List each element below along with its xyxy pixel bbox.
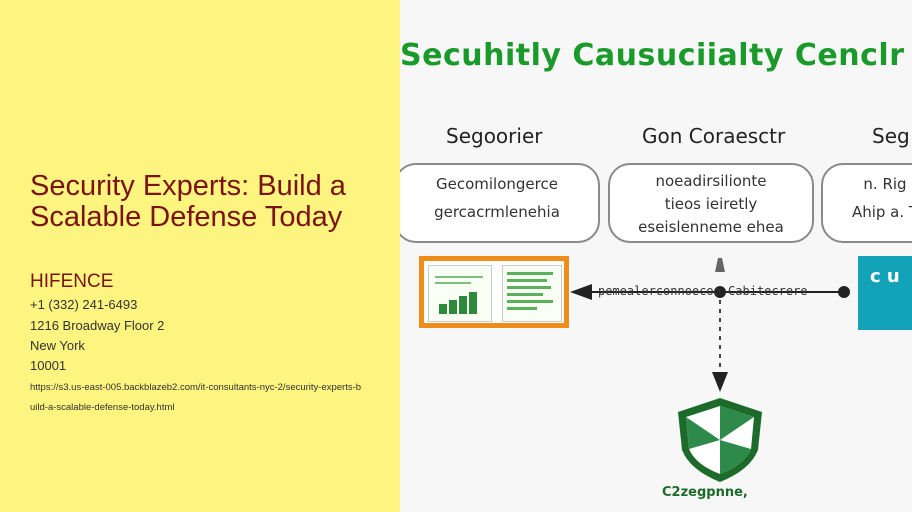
- box-line: tieos ieiretly: [664, 195, 758, 213]
- arrow-down-icon: [712, 372, 728, 392]
- dashboard-thumbnail: [419, 256, 569, 328]
- street-address: 1216 Broadway Floor 2: [30, 318, 165, 333]
- shield-caption: C2zegpnne,: [662, 485, 748, 500]
- phone-number[interactable]: +1 (332) 241-6493: [30, 297, 138, 312]
- column-label-3: Seg: [872, 124, 910, 148]
- connector-label: pemealerconnoecoo Cabitecrere: [598, 284, 808, 298]
- category-box-1: Gecomilongerce gercacrmlenehia: [400, 163, 600, 243]
- box-line: gercacrmlenehia: [434, 203, 560, 221]
- teal-thumbnail-text: c u: [870, 266, 900, 287]
- diagram-connectors: [570, 258, 850, 482]
- page-title: Security Experts: Build a Scalable Defen…: [30, 170, 346, 233]
- category-box-2: noeadirsilionte tieos ieiretly eseislenn…: [608, 163, 814, 243]
- company-name: HIFENCE: [30, 271, 114, 292]
- diagram-image: Secuhitly Causuciialty Cenclr Segoorier …: [400, 0, 912, 512]
- category-box-3: n. Rig Ahip a. T: [821, 163, 912, 243]
- zip-code: 10001: [30, 358, 67, 373]
- page-url-link[interactable]: https://s3.us-east-005.backblazeb2.com/i…: [30, 382, 362, 413]
- text-lines-icon: [507, 272, 553, 310]
- city: New York: [30, 338, 85, 353]
- shield-icon: [678, 398, 762, 482]
- bar-graphic-icon: [435, 276, 483, 314]
- arrow-up-icon: [715, 258, 725, 272]
- teal-thumbnail: c u: [858, 256, 912, 330]
- box-line: eseislenneme ehea: [638, 218, 784, 236]
- arrow-left-icon: [570, 284, 592, 300]
- column-label-1: Segoorier: [446, 124, 543, 148]
- dashboard-panel-right: [502, 265, 562, 322]
- diagram-title: Secuhitly Causuciialty Cenclr: [400, 38, 905, 73]
- box-line: n. Rig: [863, 175, 907, 193]
- connector-node-icon: [714, 286, 726, 298]
- box-line: noeadirsilionte: [655, 172, 767, 190]
- listing-info-panel: Security Experts: Build a Scalable Defen…: [0, 0, 400, 512]
- connector-node-icon: [838, 286, 850, 298]
- dashboard-panel-left: [428, 265, 492, 322]
- box-line: Gecomilongerce: [436, 175, 558, 193]
- box-line: Ahip a. T: [851, 203, 912, 221]
- column-label-2: Gon Coraesctr: [642, 124, 786, 148]
